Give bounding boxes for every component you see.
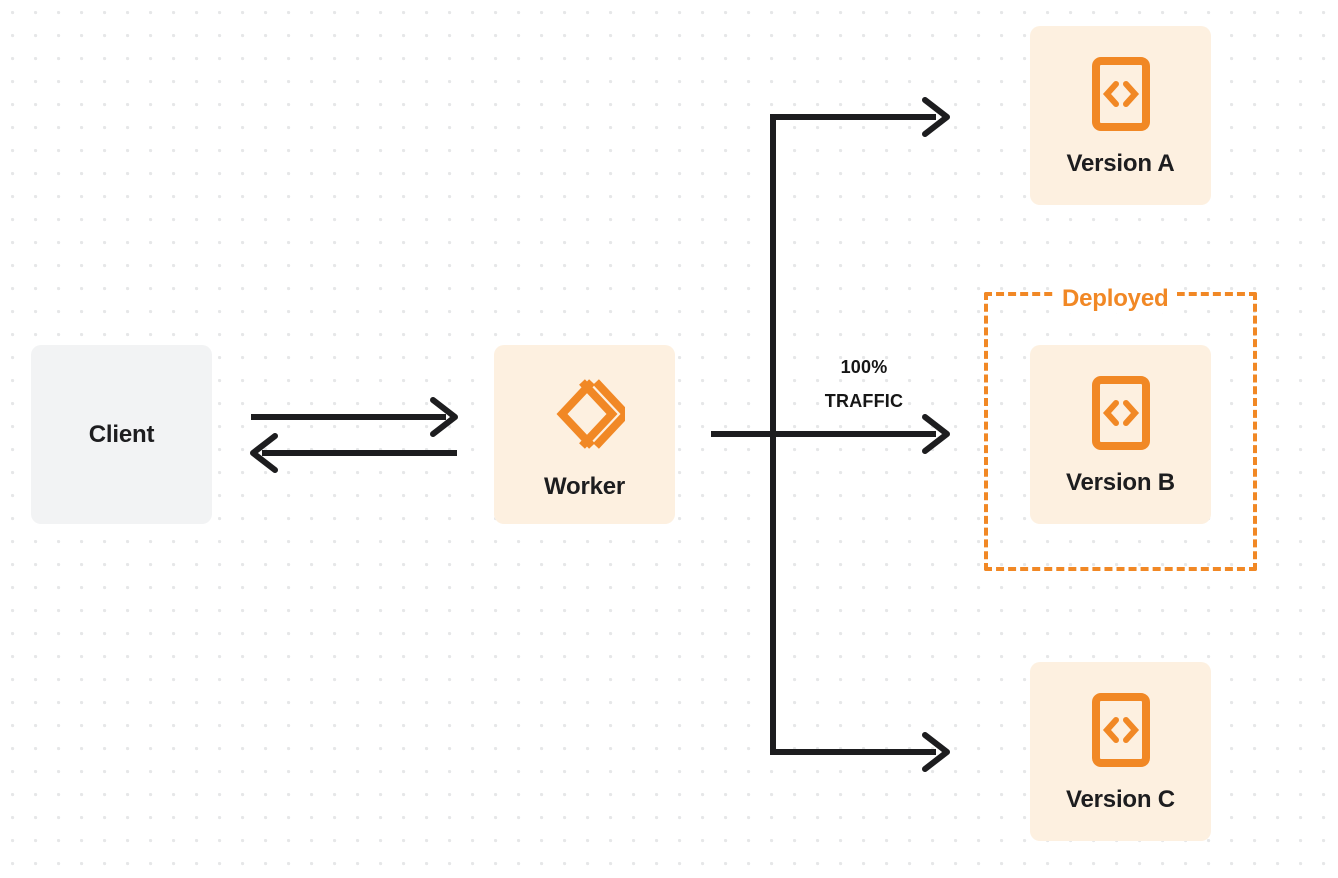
arrow-worker-to-version-b [711, 414, 950, 454]
node-version-a[interactable]: Version A [1030, 26, 1211, 205]
traffic-annotation: 100% TRAFFIC [790, 350, 938, 418]
node-client-label: Client [88, 420, 155, 448]
arrow-worker-to-client [250, 433, 457, 473]
deployed-group-label: Deployed [1053, 285, 1178, 313]
traffic-word-label: TRAFFIC [824, 391, 904, 411]
node-version-b[interactable]: Version B [1030, 345, 1211, 524]
node-version-b-label: Version B [1066, 469, 1175, 496]
node-version-c[interactable]: Version C [1030, 662, 1211, 841]
arrow-client-to-worker [251, 397, 458, 437]
node-version-a-label: Version A [1066, 150, 1175, 177]
arrow-worker-to-version-a [770, 97, 950, 137]
code-brackets-icon [1091, 57, 1150, 136]
node-client[interactable]: Client [31, 345, 212, 524]
node-worker-label: Worker [543, 473, 626, 500]
code-brackets-icon [1091, 693, 1150, 772]
node-worker[interactable]: Worker [494, 345, 675, 524]
code-brackets-icon [1091, 376, 1150, 455]
cloudflare-workers-logo-icon [545, 374, 631, 459]
traffic-percent-value: 100% [840, 357, 888, 377]
arrow-worker-to-version-c [770, 732, 950, 772]
node-version-c-label: Version C [1066, 786, 1175, 813]
